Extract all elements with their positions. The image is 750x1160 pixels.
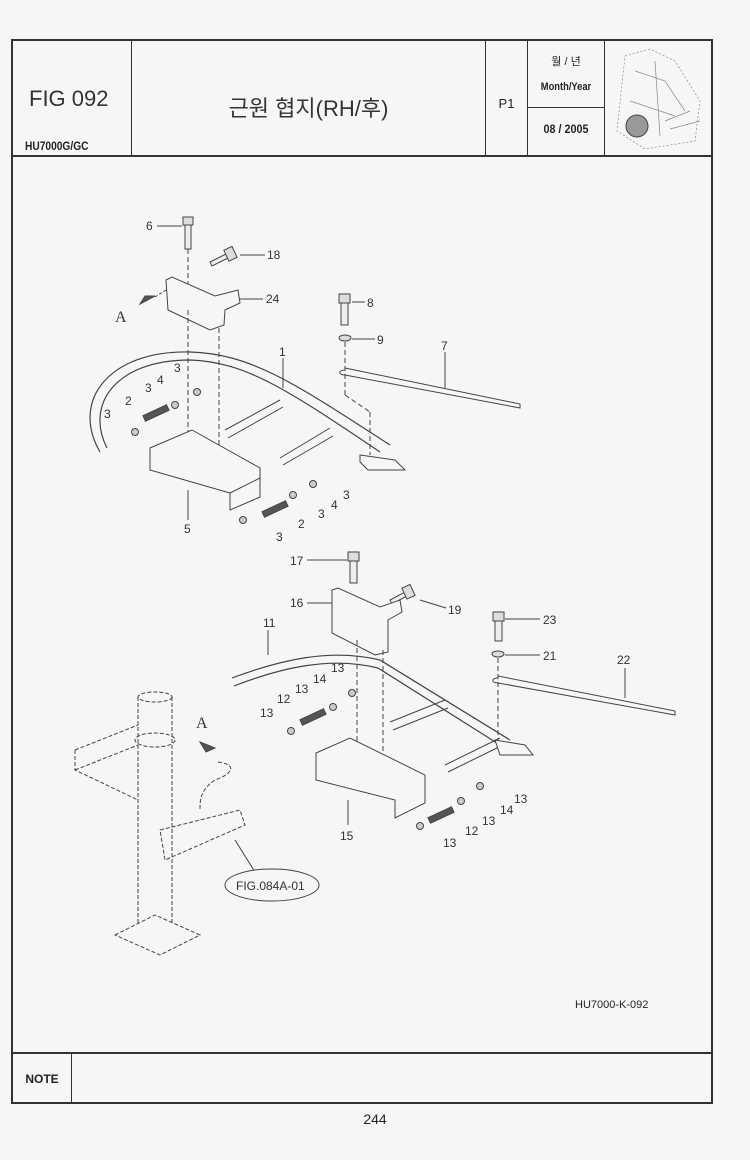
svg-text:22: 22 xyxy=(617,653,631,667)
svg-text:11: 11 xyxy=(263,616,276,630)
svg-text:4: 4 xyxy=(331,498,338,512)
arrow-a-icon xyxy=(198,740,217,753)
svg-text:2: 2 xyxy=(298,517,305,531)
svg-text:4: 4 xyxy=(157,373,164,387)
bolt-18-icon xyxy=(209,245,238,267)
bracket-24 xyxy=(165,276,241,331)
date-value: 08 / 2005 xyxy=(543,122,589,136)
cross-reference-label[interactable]: FIG.084A-01 xyxy=(236,879,305,893)
title-block: FIG 092 HU7000G/GC 근원 협지(RH/후) P1 월 / 년 … xyxy=(13,41,711,157)
svg-text:12: 12 xyxy=(465,824,479,838)
svg-text:16: 16 xyxy=(290,596,304,610)
svg-text:2: 2 xyxy=(125,394,132,408)
figure-cell: FIG 092 HU7000G/GC xyxy=(13,41,132,155)
title-cell: 근원 협지(RH/후) xyxy=(132,41,486,155)
svg-text:7: 7 xyxy=(441,339,448,353)
date-label-kr: 월 / 년 xyxy=(551,56,581,68)
handle-bar-11 xyxy=(231,654,511,741)
svg-text:19: 19 xyxy=(448,603,462,617)
svg-text:18: 18 xyxy=(267,248,281,262)
svg-text:3: 3 xyxy=(343,488,350,502)
bracket-15 xyxy=(315,737,426,819)
spring-2-icon xyxy=(261,500,289,518)
note-label: NOTE xyxy=(13,1054,72,1104)
arrow-a-icon xyxy=(138,295,156,306)
svg-text:15: 15 xyxy=(340,829,354,843)
svg-text:13: 13 xyxy=(260,706,274,720)
bracket-16 xyxy=(331,587,403,656)
svg-text:3: 3 xyxy=(104,407,111,421)
svg-text:14: 14 xyxy=(313,672,327,686)
svg-text:3: 3 xyxy=(318,507,325,521)
svg-text:12: 12 xyxy=(277,692,291,706)
svg-text:17: 17 xyxy=(290,554,304,568)
svg-text:13: 13 xyxy=(482,814,496,828)
bracket-5 xyxy=(149,429,261,511)
thumbnail-sketch-icon xyxy=(616,48,701,150)
svg-text:3: 3 xyxy=(276,530,283,544)
svg-text:13: 13 xyxy=(443,836,457,850)
page-title: 근원 협지(RH/후) xyxy=(228,96,389,121)
date-label-en: Month/Year xyxy=(540,81,592,93)
svg-text:3: 3 xyxy=(174,361,181,375)
view-marker-a: A xyxy=(196,715,208,732)
svg-text:13: 13 xyxy=(295,682,309,696)
spring-2-icon xyxy=(142,404,170,422)
svg-text:24: 24 xyxy=(266,292,280,306)
reference-post xyxy=(74,691,246,956)
svg-text:23: 23 xyxy=(543,613,557,627)
rod-7 xyxy=(339,367,521,409)
svg-text:14: 14 xyxy=(500,803,514,817)
figure-number: FIG 092 xyxy=(29,86,109,111)
cross-reference-oval[interactable] xyxy=(224,868,320,902)
page-part: P1 xyxy=(498,96,515,111)
part-cell: P1 xyxy=(486,41,528,155)
svg-text:13: 13 xyxy=(331,661,345,675)
svg-text:9: 9 xyxy=(377,333,384,347)
handle-bar-1 xyxy=(89,351,391,453)
svg-text:3: 3 xyxy=(145,381,152,395)
svg-text:5: 5 xyxy=(184,522,191,536)
page-number: 244 xyxy=(363,1111,387,1127)
locator-thumbnail xyxy=(605,41,711,155)
date-cell: 월 / 년 Month/Year 08 / 2005 xyxy=(528,41,605,155)
note-row: NOTE xyxy=(13,1052,711,1104)
view-marker-a: A xyxy=(115,309,127,326)
svg-text:8: 8 xyxy=(367,296,374,310)
drawing-reference-code: HU7000-K-092 xyxy=(575,999,649,1011)
svg-text:21: 21 xyxy=(543,649,557,663)
bolt-6-icon xyxy=(182,216,194,250)
svg-text:13: 13 xyxy=(514,792,528,806)
date-label-box: 월 / 년 Month/Year xyxy=(528,41,604,108)
svg-text:6: 6 xyxy=(146,219,153,233)
svg-text:1: 1 xyxy=(279,345,286,359)
model-code: HU7000G/GC xyxy=(25,139,89,153)
page-frame: FIG 092 HU7000G/GC 근원 협지(RH/후) P1 월 / 년 … xyxy=(11,39,713,1104)
rod-22 xyxy=(492,675,676,716)
